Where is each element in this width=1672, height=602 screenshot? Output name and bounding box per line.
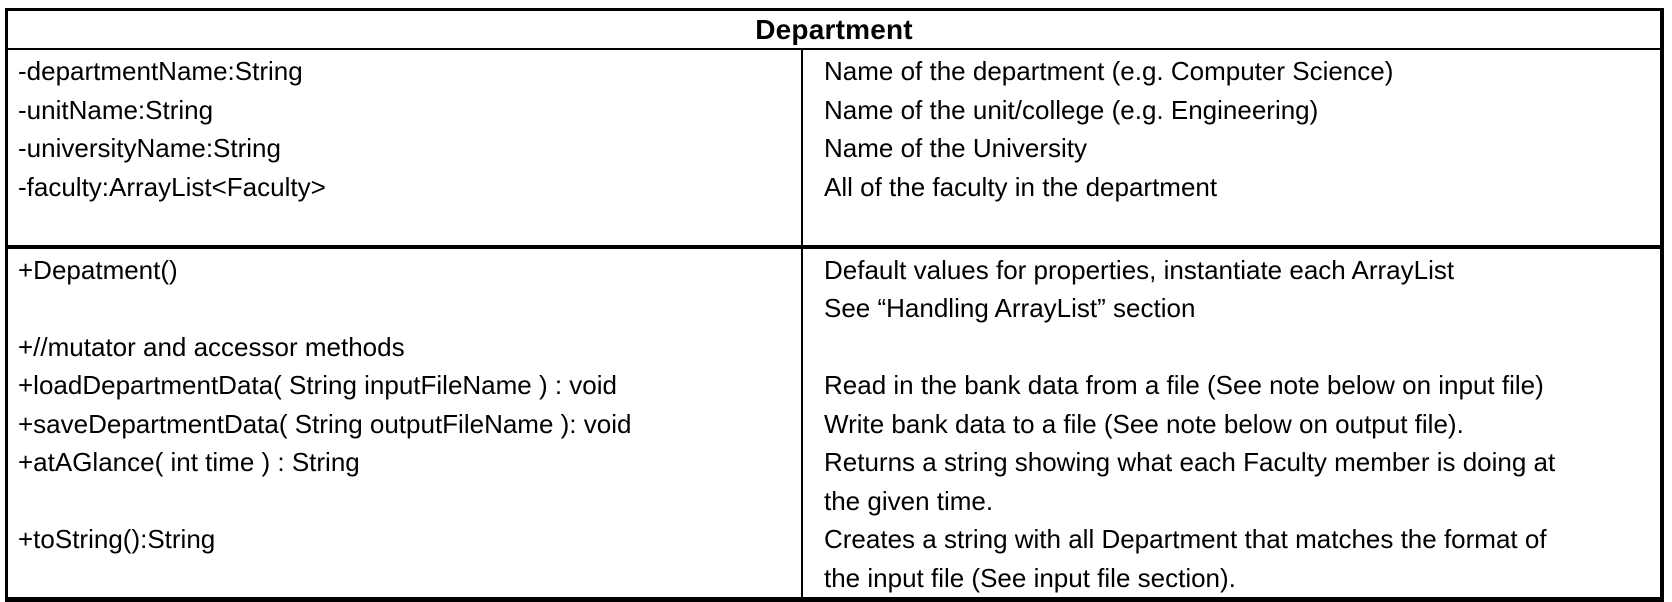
department-spec-table: Department -departmentName:String -unitNa… xyxy=(5,8,1664,602)
cell-line xyxy=(824,328,1652,367)
cell-line xyxy=(18,559,793,598)
cell-line: +toString():String xyxy=(18,524,216,554)
cell-line: +Depatment() xyxy=(18,254,178,285)
cell-line: Read in the bank data from a file (See n… xyxy=(824,370,1544,400)
cell-line: All of the faculty in the department xyxy=(824,171,1218,202)
cell-line: -universityName:String xyxy=(18,133,281,163)
cell-line: +loadDepartmentData( String inputFileNam… xyxy=(18,370,618,400)
cell-line: Returns a string showing what each Facul… xyxy=(824,447,1556,477)
cell-line xyxy=(824,206,1652,245)
cell-line: Write bank data to a file (See note belo… xyxy=(824,408,1464,439)
methods-signature-cell: +Depatment() +//mutator and accessor met… xyxy=(8,248,803,598)
methods-description-cell: Default values for properties, instantia… xyxy=(803,249,1660,598)
cell-line: Name of the University xyxy=(824,133,1087,163)
cell-line: Creates a string with all Department tha… xyxy=(824,524,1547,554)
cell-line: +atAGlance( int time ) : String xyxy=(18,447,360,477)
cell-line: the input file (See input file section). xyxy=(824,562,1236,593)
cell-line: -departmentName:String xyxy=(18,56,303,86)
cell-line: Name of the unit/college (e.g. Engineeri… xyxy=(824,94,1319,125)
cell-line: Name of the department (e.g. Computer Sc… xyxy=(824,56,1394,86)
cell-line: Default values for properties, instantia… xyxy=(824,254,1455,285)
cell-line xyxy=(18,289,793,328)
cell-line xyxy=(18,482,793,521)
cell-line: +//mutator and accessor methods xyxy=(18,331,405,362)
methods-row: +Depatment() +//mutator and accessor met… xyxy=(8,244,1660,598)
cell-line: -unitName:String xyxy=(18,94,214,125)
cell-line: the given time. xyxy=(824,485,994,516)
table-title: Department xyxy=(755,13,913,45)
cell-line: -faculty:ArrayList<Faculty> xyxy=(18,171,326,202)
cell-line: +saveDepartmentData( String outputFileNa… xyxy=(18,408,632,439)
attributes-row: -departmentName:String -unitName:String -u… xyxy=(8,50,1660,245)
attributes-signature-cell: -departmentName:String -unitName:String -u… xyxy=(8,50,803,245)
cell-line xyxy=(18,206,793,245)
table-title-row: Department xyxy=(8,11,1660,50)
attributes-description-cell: Name of the department (e.g. Computer Sc… xyxy=(803,50,1660,245)
cell-line: See “Handling ArrayList” section xyxy=(824,293,1196,323)
